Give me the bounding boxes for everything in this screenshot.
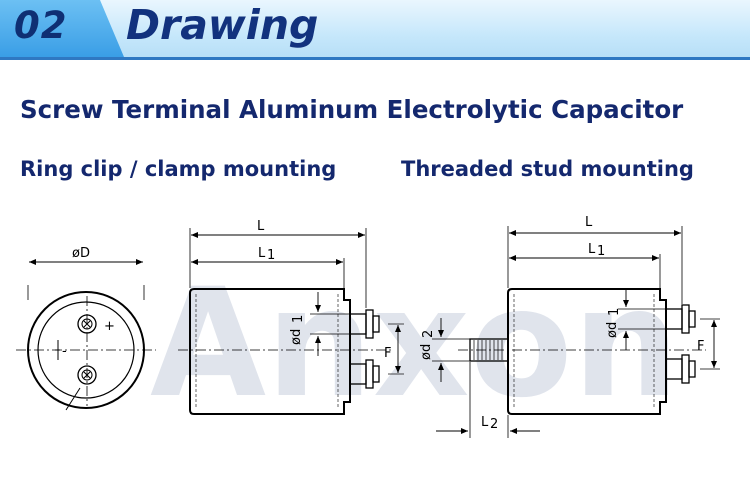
pitch-f-label-left: F	[384, 346, 391, 361]
length-l1-subscript-right: 1	[597, 244, 605, 259]
terminal-diameter-label-left: ød	[289, 329, 304, 345]
side-view-threaded-stud	[432, 226, 720, 438]
section-number-tab	[0, 0, 124, 57]
end-view	[16, 259, 156, 411]
negative-terminal	[77, 365, 97, 385]
stud-diameter-subscript: 2	[421, 330, 436, 338]
stud-can-body	[507, 288, 667, 415]
pitch-f-label-right: F	[697, 339, 704, 354]
ring-clip-mounting-heading: Ring clip / clamp mounting	[20, 157, 337, 181]
length-l-label-right: L	[585, 215, 593, 230]
product-headline: Screw Terminal Aluminum Electrolytic Cap…	[20, 95, 684, 124]
stud-diameter-label: ød	[419, 344, 434, 360]
watermark: Anxon	[150, 257, 679, 431]
length-l1-label-right: L	[588, 242, 596, 257]
terminal-diameter-subscript-left: 1	[291, 315, 306, 323]
side-view-ring-clip	[178, 228, 404, 415]
terminal-diameter-subscript-right: 1	[607, 308, 622, 316]
threaded-stud-mounting-heading: Threaded stud mounting	[401, 157, 694, 181]
stud-length-label: L	[481, 415, 489, 430]
stud-length-subscript: 2	[490, 417, 498, 432]
header-band	[0, 0, 750, 57]
minus-sign: -	[62, 344, 67, 359]
length-l-label-left: L	[257, 219, 265, 234]
header-divider	[0, 57, 750, 60]
section-title: Drawing	[126, 1, 319, 49]
can-body	[189, 288, 351, 415]
terminal-diameter-label-right: ød	[605, 322, 620, 338]
length-l1-subscript-left: 1	[267, 248, 275, 263]
plus-sign: +	[104, 319, 115, 334]
diameter-d-label: øD	[72, 246, 90, 261]
length-l1-label-left: L	[258, 246, 266, 261]
section-number: 02	[14, 4, 68, 47]
